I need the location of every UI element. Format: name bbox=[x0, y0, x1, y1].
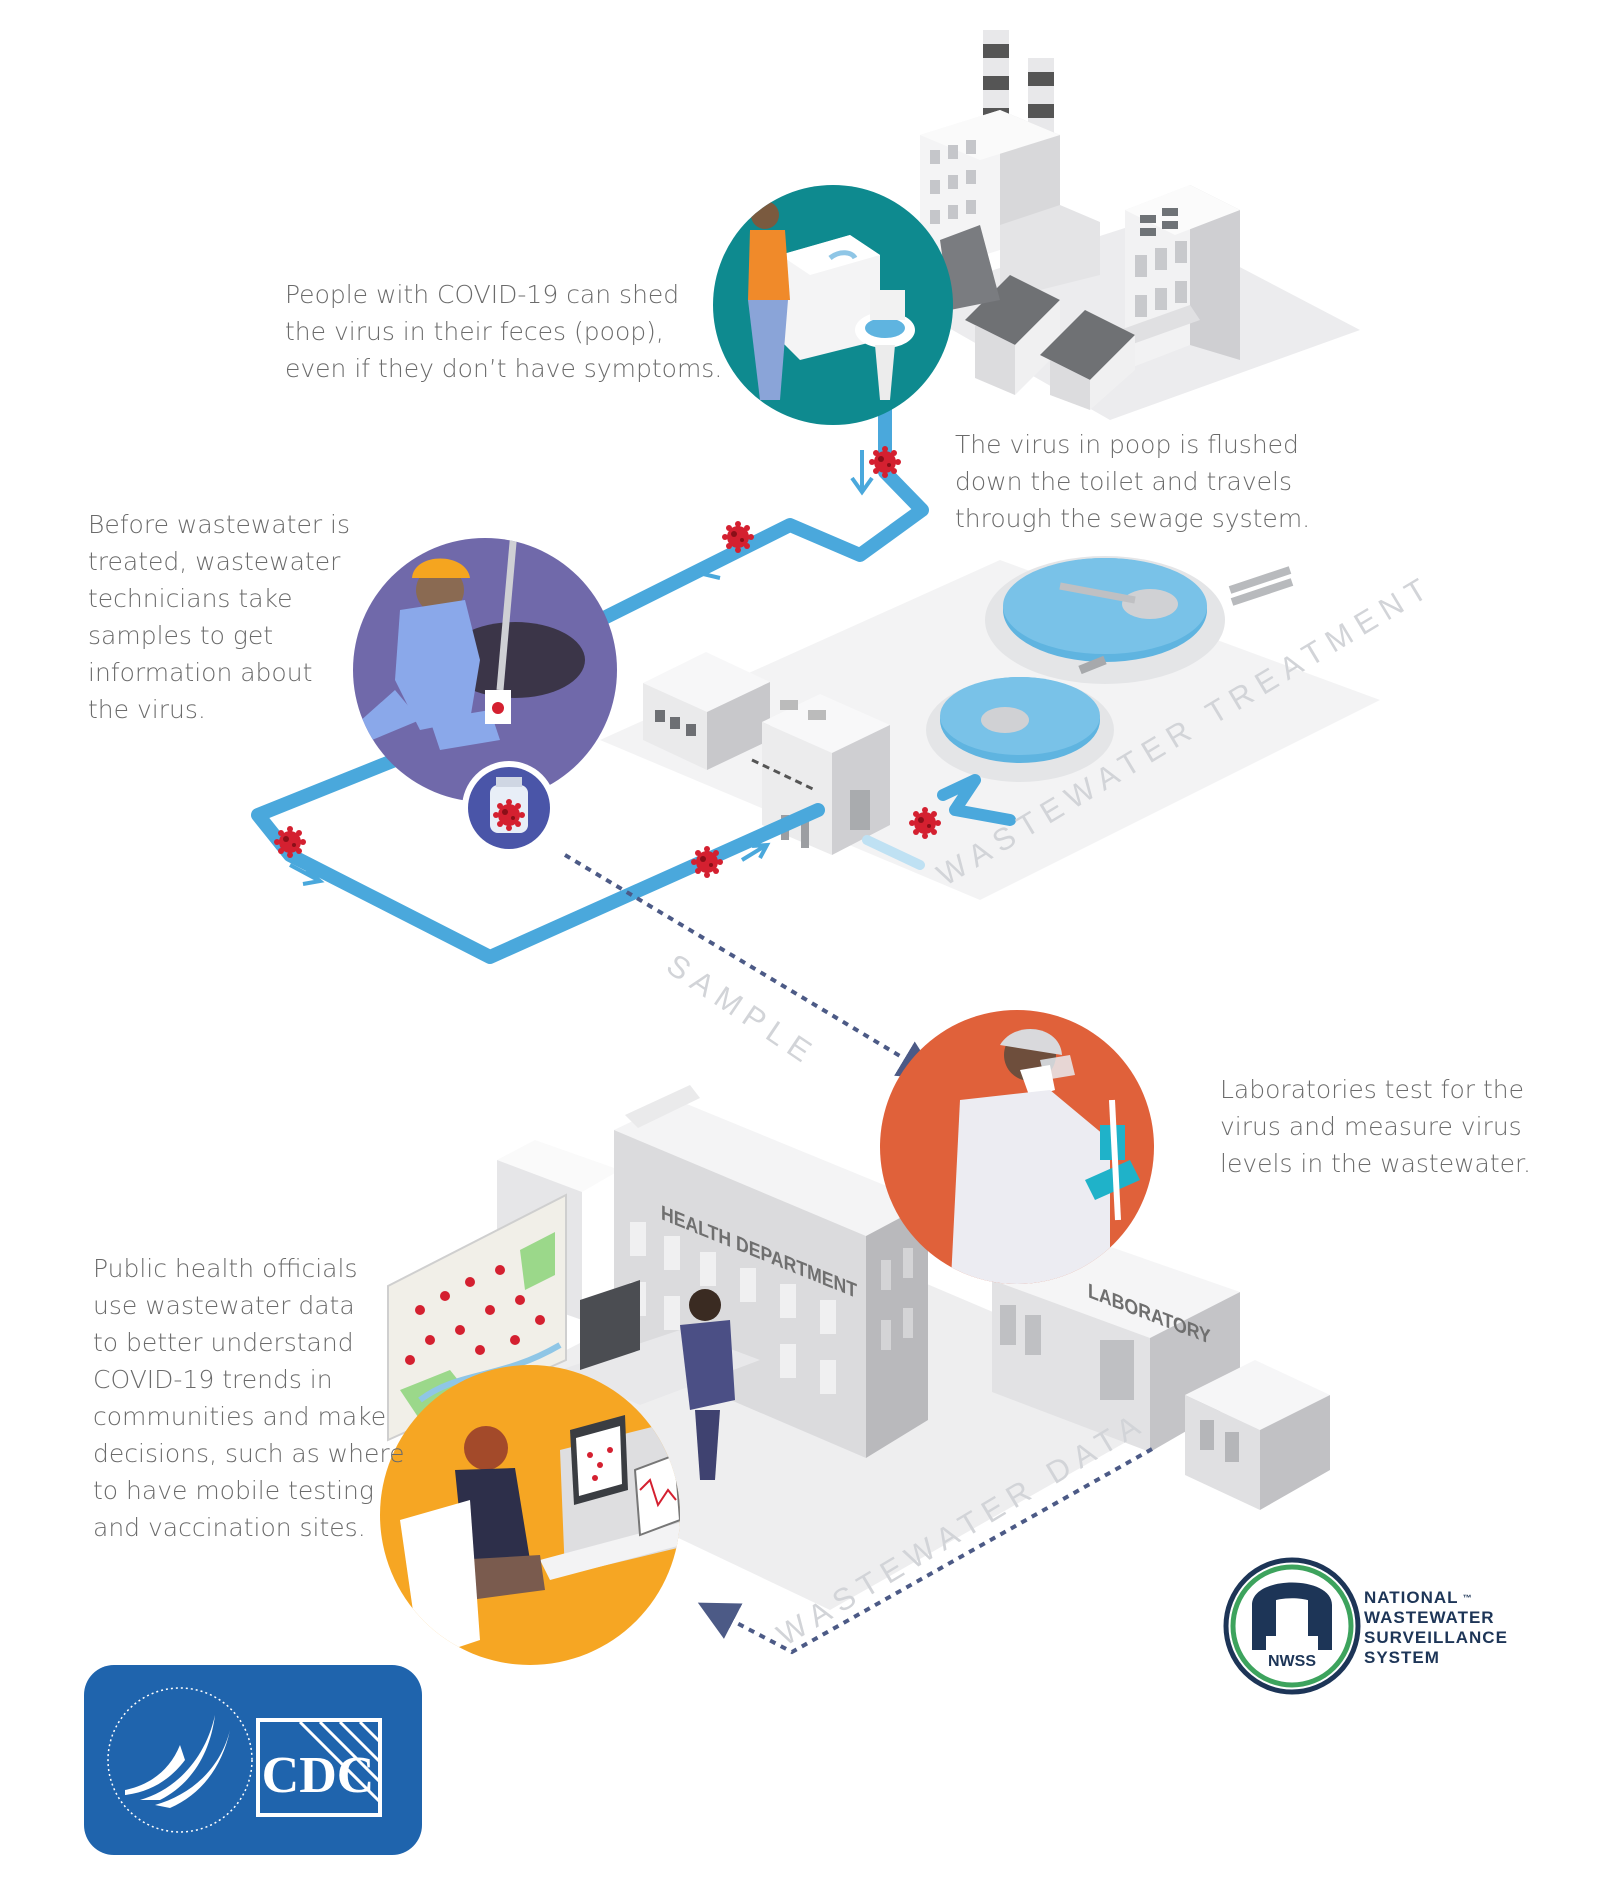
caption-line: People with COVID-19 can shed bbox=[285, 280, 680, 309]
flow-arrows bbox=[289, 450, 874, 886]
caption-line: Laboratories test for the bbox=[1220, 1075, 1524, 1104]
caption-line: information about bbox=[88, 658, 313, 687]
caption-flush-virus: The virus in poop is flushed down the toi… bbox=[955, 426, 1310, 537]
caption-line: down the toilet and travels bbox=[955, 467, 1293, 496]
caption-line: The virus in poop is flushed bbox=[955, 430, 1299, 459]
cdc-hhs-logo: CDC bbox=[84, 1665, 422, 1855]
caption-line: even if they don’t have symptoms. bbox=[285, 354, 723, 383]
caption-line: through the sewage system. bbox=[955, 504, 1311, 533]
caption-line: the virus. bbox=[88, 695, 206, 724]
caption-line: virus and measure virus bbox=[1220, 1112, 1522, 1141]
nwss-logo: NWSS bbox=[1223, 1557, 1361, 1695]
caption-line: Before wastewater is bbox=[88, 510, 351, 539]
sample-jar-circle bbox=[462, 761, 556, 855]
sample-arrow bbox=[563, 853, 939, 1080]
caption-laboratories: Laboratories test for the virus and measu… bbox=[1220, 1071, 1531, 1182]
caption-line: treated, wastewater bbox=[88, 547, 341, 576]
nwss-trademark: ™ bbox=[1462, 1593, 1473, 1603]
caption-line: COVID-19 trends in bbox=[93, 1365, 333, 1394]
wastewater-data-arrow bbox=[697, 1447, 1153, 1655]
caption-line: the virus in their feces (poop), bbox=[285, 317, 664, 346]
cdc-wordmark: CDC bbox=[262, 1747, 375, 1804]
caption-shed-virus: People with COVID-19 can shed the virus i… bbox=[285, 276, 722, 387]
city-buildings bbox=[900, 30, 1360, 420]
nwss-name-line-4: SYSTEM bbox=[1364, 1648, 1440, 1667]
nwss-badge-text: NWSS bbox=[1268, 1653, 1316, 1670]
caption-line: Public health officials bbox=[93, 1254, 358, 1283]
technician-scene-circle bbox=[353, 538, 617, 802]
caption-line: decisions, such as where bbox=[93, 1439, 405, 1468]
caption-line: use wastewater data bbox=[93, 1291, 355, 1320]
caption-line: to have mobile testing bbox=[93, 1476, 374, 1505]
caption-line: communities and make bbox=[93, 1402, 387, 1431]
caption-line: samples to get bbox=[88, 621, 274, 650]
caption-line: to better understand bbox=[93, 1328, 354, 1357]
caption-technicians: Before wastewater is treated, wastewater t… bbox=[88, 506, 350, 728]
caption-line: technicians take bbox=[88, 584, 293, 613]
health-officials-scene-circle bbox=[380, 1365, 680, 1665]
caption-public-health-officials: Public health officials use wastewater da… bbox=[93, 1250, 404, 1546]
toilet-scene-circle bbox=[713, 185, 953, 425]
nwss-name-line-2: WASTEWATER bbox=[1364, 1608, 1495, 1627]
caption-line: and vaccination sites. bbox=[93, 1513, 366, 1542]
laboratory-scene-circle bbox=[880, 1010, 1154, 1284]
nwss-name-line-3: SURVEILLANCE bbox=[1364, 1628, 1508, 1647]
caption-line: levels in the wastewater. bbox=[1220, 1149, 1531, 1178]
health-and-lab-buildings: HEALTH DEPARTMENT LABORATORY bbox=[387, 1085, 1330, 1610]
